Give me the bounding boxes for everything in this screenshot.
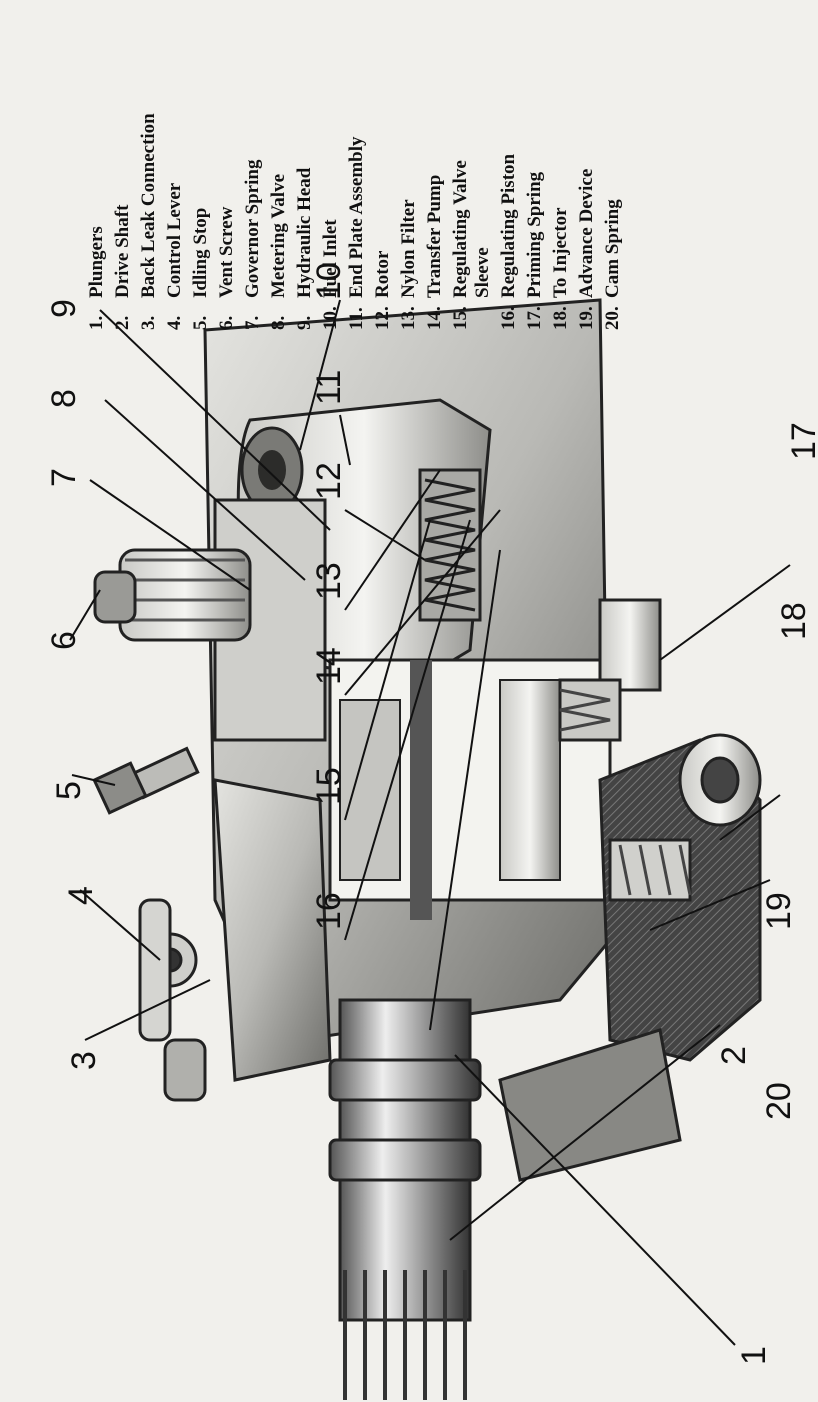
- governor-assembly: [93, 498, 327, 742]
- legend-item: 4. Control Lever: [164, 182, 185, 330]
- legend-item: 19. Advance Device: [576, 169, 597, 330]
- legend-num: 2.: [112, 316, 133, 330]
- legend-text: Plungers: [86, 226, 107, 298]
- legend-num: 6.: [216, 316, 237, 330]
- legend-num: 10.: [320, 306, 341, 330]
- legend-item: 13. Nylon Filter: [398, 199, 419, 330]
- legend-num: 13.: [398, 306, 419, 330]
- control-lever: [138, 778, 332, 1102]
- legend-item: 5. Idling Stop: [190, 208, 211, 330]
- legend-item: 17. Priming Spring: [524, 171, 545, 330]
- legend-text: Control Lever: [164, 182, 185, 298]
- idling-stop-screw: [92, 746, 200, 815]
- legend-text: Fuel Inlet: [320, 219, 341, 298]
- legend-text: Regulating Piston: [498, 153, 519, 298]
- legend-num: 8.: [268, 316, 289, 330]
- callout-12: 12: [310, 462, 348, 500]
- callout-3: 3: [65, 1051, 103, 1070]
- drive-shaft: [328, 998, 482, 1400]
- legend-text: End Plate Assembly: [346, 136, 367, 298]
- callout-7: 7: [45, 468, 83, 487]
- legend-item: 7. Governor Spring: [242, 159, 263, 330]
- legend-text: Idling Stop: [190, 208, 211, 298]
- legend-item: 8. Metering Valve: [268, 174, 289, 330]
- callout-13: 13: [310, 562, 348, 600]
- legend-text: Nylon Filter: [398, 199, 419, 298]
- legend-text: Back Leak Connection: [138, 113, 159, 298]
- legend-text: Transfer Pump: [424, 175, 445, 298]
- legend-num: 16.: [498, 306, 519, 330]
- legend-item: 10. Fuel Inlet: [320, 219, 341, 330]
- legend-num: 18.: [550, 306, 571, 330]
- legend-text: Advance Device: [576, 169, 597, 298]
- legend-text-continued: Sleeve: [472, 247, 493, 298]
- legend-num: 12.: [372, 306, 393, 330]
- legend-num: 20.: [602, 306, 623, 330]
- callout-8: 8: [45, 389, 83, 408]
- parts-legend: 1. Plungers 2. Drive Shaft 3. Back Leak Con…: [86, 113, 623, 330]
- legend-num: 14.: [424, 306, 445, 330]
- leader-lines: [69, 299, 791, 1346]
- legend-item: 3. Back Leak Connection: [138, 113, 159, 330]
- legend-num: 1.: [86, 316, 107, 330]
- legend-text: Regulating Valve: [450, 160, 471, 298]
- legend-text: Vent Screw: [216, 206, 237, 298]
- legend-num: 3.: [138, 316, 159, 330]
- legend-num: 15.: [450, 306, 471, 330]
- legend-text: Metering Valve: [268, 174, 289, 298]
- callout-15: 15: [310, 767, 348, 805]
- callout-17: 17: [785, 422, 818, 460]
- legend-text: Cam Spring: [602, 199, 623, 298]
- callout-10: 10: [310, 262, 348, 300]
- callout-11: 11: [310, 370, 348, 405]
- legend-num: 11.: [346, 307, 367, 330]
- legend-item: 20. Cam Spring: [602, 199, 623, 330]
- legend-num: 9.: [294, 316, 315, 330]
- legend-item: 18. To Injector: [550, 207, 571, 330]
- advance-device: [598, 733, 762, 1062]
- legend-item: 12. Rotor: [372, 250, 393, 330]
- legend-text: Drive Shaft: [112, 204, 133, 298]
- legend-item: 1. Plungers: [86, 226, 107, 330]
- legend-text: Priming Spring: [524, 171, 545, 298]
- callout-20: 20: [760, 1082, 798, 1120]
- legend-item: 9. Hydraulic Head: [294, 167, 315, 330]
- legend-num: 4.: [164, 316, 185, 330]
- legend-text: Rotor: [372, 250, 393, 298]
- legend-item: 14. Transfer Pump: [424, 175, 445, 330]
- callout-2: 2: [715, 1046, 753, 1065]
- callout-18: 18: [775, 602, 813, 640]
- callout-1: 1: [735, 1346, 773, 1365]
- base-plate: [498, 1028, 682, 1182]
- legend-item: 16. Regulating Piston: [498, 153, 519, 330]
- injector-outlet: [558, 598, 662, 742]
- legend-num: 19.: [576, 306, 597, 330]
- callout-5: 5: [50, 781, 88, 800]
- callout-9: 9: [45, 299, 83, 318]
- legend-item: 2. Drive Shaft: [112, 204, 133, 330]
- legend-text: Hydraulic Head: [294, 167, 315, 298]
- callout-14: 14: [310, 647, 348, 685]
- callout-6: 6: [45, 631, 83, 650]
- legend-item: 11. End Plate Assembly: [346, 136, 367, 330]
- callout-numbers: 1 2 3 4 5 6 7 8 9 10 11 12 13 14 15 16 1…: [45, 262, 818, 1365]
- callout-16: 16: [310, 892, 348, 930]
- legend-num: 7.: [242, 316, 263, 330]
- pump-illustration: [92, 298, 762, 1400]
- legend-num: 17.: [524, 306, 545, 330]
- legend-num: 5.: [190, 316, 211, 330]
- callout-19: 19: [760, 892, 798, 930]
- legend-text: To Injector: [550, 207, 571, 298]
- callout-4: 4: [62, 886, 100, 905]
- legend-text: Governor Spring: [242, 159, 263, 298]
- legend-item: 6. Vent Screw: [216, 206, 237, 330]
